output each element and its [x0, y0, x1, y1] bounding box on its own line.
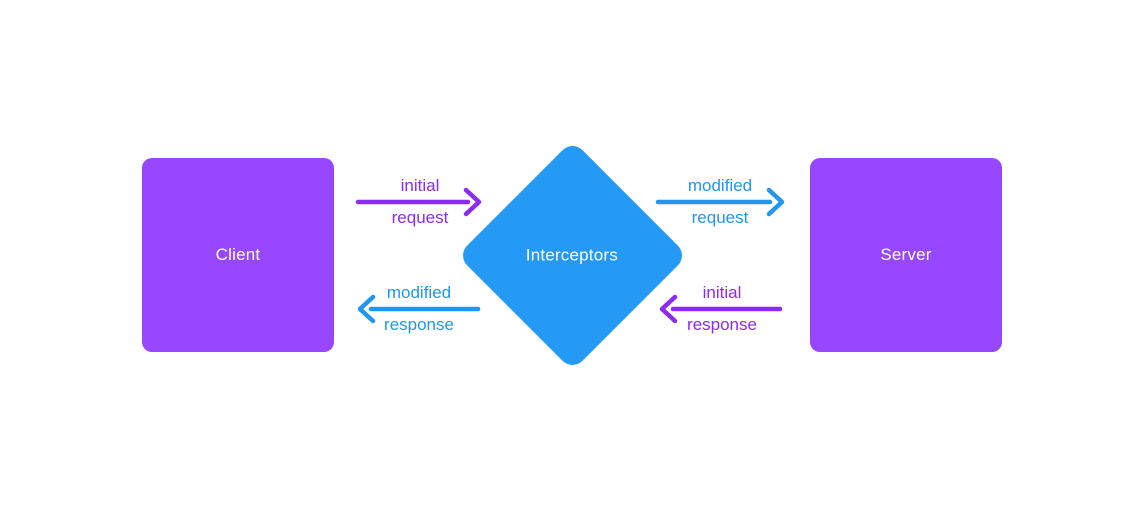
arrow-modified-request-label-line1: modified	[687, 176, 753, 195]
arrow-initial-response-label-line1: initial	[702, 283, 742, 302]
left-arrow-icon	[357, 294, 481, 324]
arrow-modified-response-label-line2: response	[384, 315, 454, 334]
arrow-modified-response: modified response	[357, 282, 481, 336]
node-server: Server	[810, 158, 1002, 352]
right-arrow-icon	[355, 187, 482, 217]
arrow-head	[357, 294, 376, 324]
interceptors-label: Interceptors	[526, 245, 619, 265]
arrow-initial-request-label-line2: request	[391, 208, 449, 227]
node-client: Client	[142, 158, 334, 352]
arrow-head	[463, 187, 482, 217]
right-arrow-icon	[655, 187, 785, 217]
arrow-initial-request: initial request	[355, 175, 485, 229]
arrow-head	[659, 294, 678, 324]
left-arrow-icon	[659, 294, 783, 324]
arrow-head	[766, 187, 785, 217]
arrow-initial-response: initial response	[659, 282, 784, 336]
arrow-initial-response-label-line2: response	[687, 315, 757, 334]
arrow-modified-request-label-line2: request	[691, 208, 749, 227]
arrow-modified-response-label-line1: modified	[386, 283, 452, 302]
arrow-initial-request-label-line1: initial	[400, 176, 440, 195]
server-label: Server	[880, 245, 932, 264]
client-label: Client	[215, 245, 261, 264]
arrow-modified-request: modified request	[652, 175, 788, 229]
